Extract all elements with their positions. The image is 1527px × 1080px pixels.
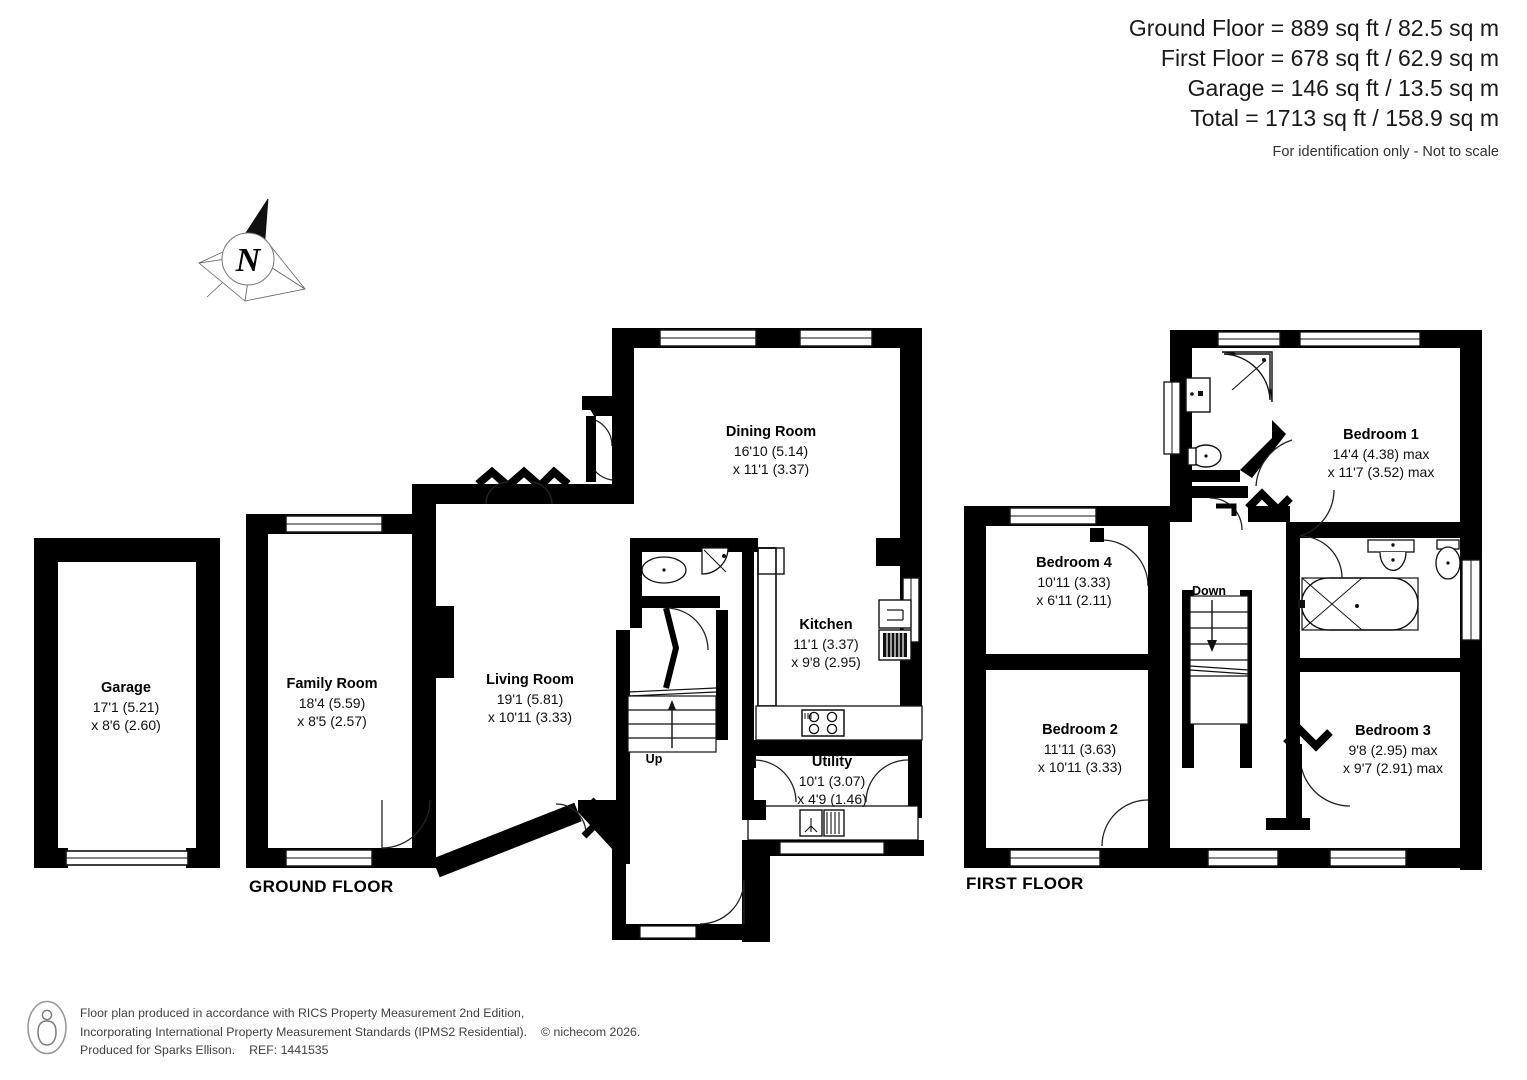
footer-ref: REF: 1441535 [249, 1043, 329, 1058]
compass-north-label: N [235, 242, 262, 279]
footer-line-2a: Incorporating International Property Mea… [80, 1024, 528, 1039]
area-line-total: Total = 1713 sq ft / 158.9 sq m [1190, 104, 1499, 131]
footer-copyright: © nichecom 2026. [541, 1024, 641, 1039]
room-label-family-room: Family Room 18'4 (5.59) x 8'5 (2.57) [286, 676, 378, 730]
footer-text: Floor plan produced in accordance with R… [80, 1000, 640, 1060]
area-line-ground-floor: Ground Floor = 889 sq ft / 82.5 sq m [1128, 15, 1499, 41]
room-label-utility: Utility 10'1 (3.07) x 4'9 (1.46) [797, 754, 867, 808]
floor-title-first: FIRST FLOOR [966, 874, 1084, 893]
room-label-living-room: Living Room 19'1 (5.81) x 10'11 (3.33) [486, 672, 574, 726]
footer: Floor plan produced in accordance with R… [26, 1000, 640, 1060]
footer-line-3: Produced for Sparks Ellison. REF: 1441535 [80, 1041, 640, 1060]
room-label-dining-room: Dining Room 16'10 (5.14) x 11'1 (3.37) [725, 424, 817, 478]
room-label-bedroom-3: Bedroom 3 9'8 (2.95) max x 9'7 (2.91) ma… [1343, 723, 1443, 777]
accessibility-person-icon [27, 1000, 67, 1055]
area-summary-block: Ground Floor = 889 sq ft / 82.5 sq m Fir… [1129, 14, 1499, 161]
room-label-bedroom-4: Bedroom 4 10'11 (3.33) x 6'11 (2.11) [1036, 555, 1112, 609]
stair-label-down: Down [1191, 584, 1227, 598]
area-line-garage: Garage = 146 sq ft / 13.5 sq m [1187, 74, 1499, 101]
room-label-bedroom-2: Bedroom 2 11'11 (3.63) x 10'11 (3.33) [1037, 722, 1123, 776]
footer-produced-for: Produced for Sparks Ellison. [80, 1043, 236, 1058]
footer-line-2: Incorporating International Property Mea… [80, 1023, 640, 1042]
area-line-first-floor: First Floor = 678 sq ft / 62.9 sq m [1160, 44, 1499, 71]
compass-rose: N [198, 198, 307, 302]
room-label-garage: Garage 17'1 (5.21) x 8'6 (2.60) [91, 680, 161, 734]
scale-disclaimer: For identification only - Not to scale [1272, 143, 1499, 160]
room-label-bedroom-1: Bedroom 1 14'4 (4.38) max x 11'7 (3.52) … [1327, 427, 1435, 481]
room-label-kitchen: Kitchen 11'1 (3.37) x 9'8 (2.95) [791, 617, 861, 671]
footer-line-1: Floor plan produced in accordance with R… [80, 1006, 525, 1020]
floor-title-ground: GROUND FLOOR [249, 877, 394, 896]
stair-label-up: Up [645, 752, 663, 766]
